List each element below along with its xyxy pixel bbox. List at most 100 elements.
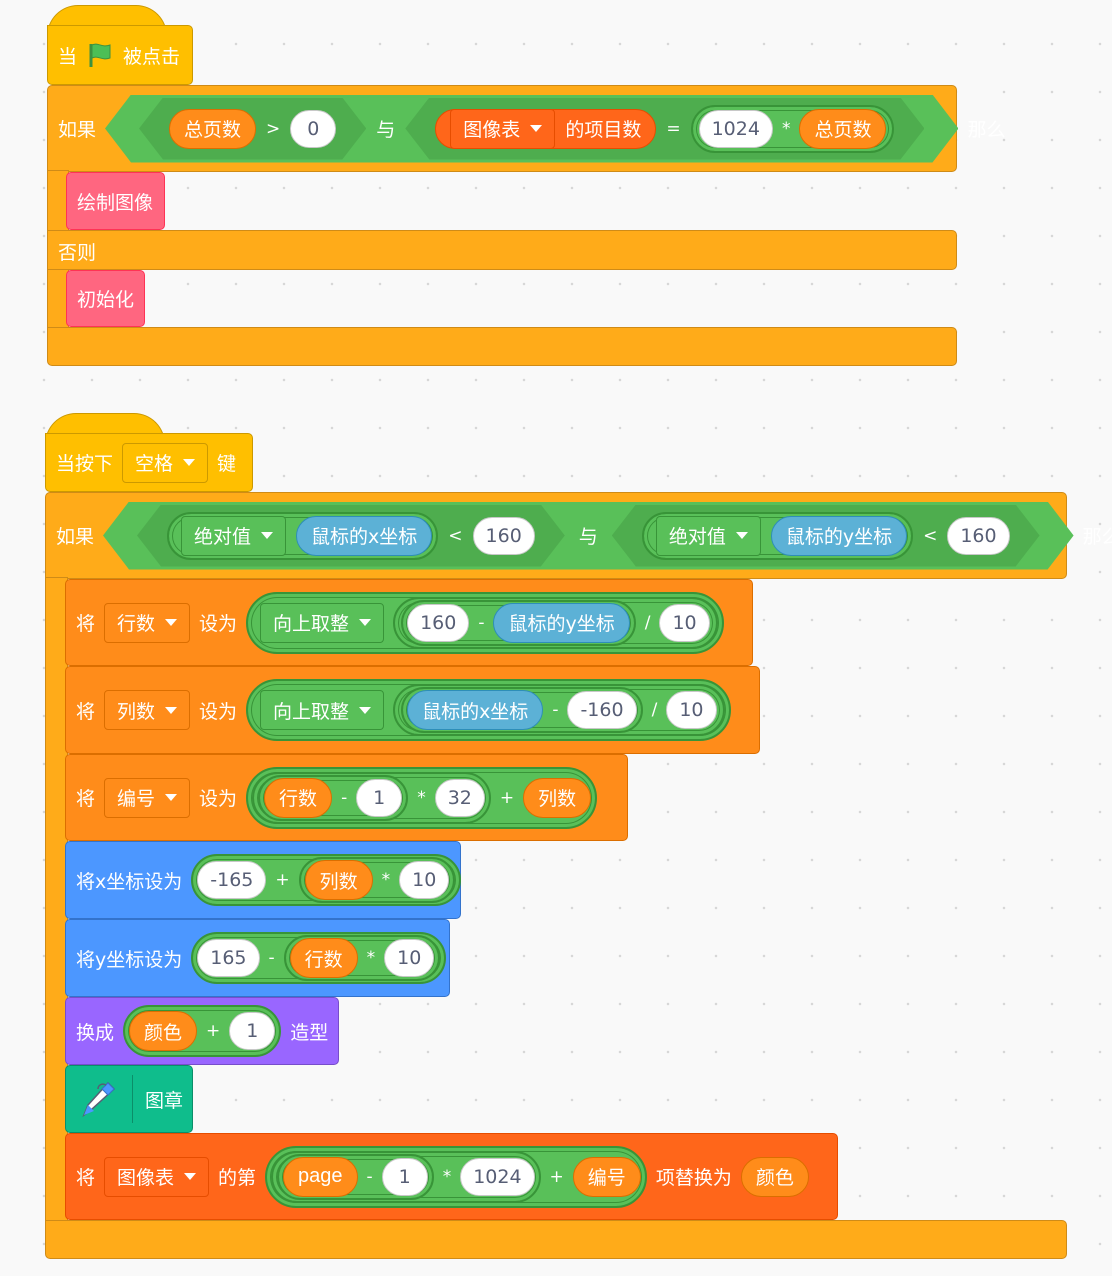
number-input[interactable]: 1024 [699, 110, 773, 148]
if-else-block[interactable]: 如果 总页数 > 0 与 图像表 的项目数 = 1024 * 总页数 那么 [47, 85, 1005, 172]
divide-operator[interactable]: 鼠标的x坐标 - -160 / 10 [393, 684, 725, 736]
number-input[interactable]: 160 [407, 603, 470, 642]
list-dropdown[interactable]: 图像表 [450, 109, 555, 149]
multiply-operator[interactable]: 行数 * 10 [283, 935, 441, 981]
var-cols[interactable]: 列数 [304, 860, 373, 900]
variable-dropdown[interactable]: 列数 [104, 690, 191, 730]
list-length-reporter[interactable]: 图像表 的项目数 [435, 109, 656, 149]
number-input[interactable]: -160 [567, 691, 637, 729]
var-total-pages[interactable]: 总页数 [799, 109, 886, 149]
less-than-operator[interactable]: 绝对值 鼠标的y坐标 < 160 [612, 505, 1040, 567]
subtract-operator[interactable]: 160 - 鼠标的y坐标 [401, 599, 636, 646]
plus-symbol: + [275, 870, 290, 890]
number-input[interactable]: 165 [197, 939, 260, 977]
add-operator[interactable]: 颜色 + 1 [123, 1005, 282, 1057]
multiply-operator[interactable]: 列数 * 10 [298, 857, 456, 903]
subtract-operator[interactable]: 行数 - 1 [258, 774, 409, 821]
set-y-block[interactable]: 将y坐标设为 165 - 行数 * 10 [65, 919, 450, 997]
number-input[interactable]: -165 [197, 861, 267, 899]
number-input[interactable]: 10 [384, 939, 435, 977]
math-fn-dropdown[interactable]: 向上取整 [260, 602, 385, 643]
number-input[interactable]: 160 [473, 517, 535, 555]
if-bottom-arm [45, 1220, 1067, 1259]
eq-symbol: = [666, 118, 681, 139]
replace-item-block[interactable]: 将 图像表 的第 page - 1 * 1024 + 编号 项替换为 颜色 [65, 1133, 838, 1220]
var-rows[interactable]: 行数 [264, 777, 333, 818]
var-id[interactable]: 编号 [572, 1156, 641, 1197]
number-input[interactable]: 10 [659, 603, 710, 642]
ceiling-operator[interactable]: 向上取整 160 - 鼠标的y坐标 / 10 [246, 591, 724, 654]
add-operator[interactable]: page - 1 * 1024 + 编号 [265, 1145, 647, 1208]
math-fn-dropdown[interactable]: 绝对值 [656, 516, 761, 556]
if-label: 如果 [58, 119, 97, 141]
set-cols-block[interactable]: 将 列数 设为 向上取整 鼠标的x坐标 - -160 / 10 [65, 666, 760, 754]
number-input[interactable]: 1 [356, 778, 403, 817]
var-total-pages[interactable]: 总页数 [169, 109, 256, 149]
plus-symbol: + [549, 1166, 564, 1187]
to-label: 设为 [199, 788, 238, 810]
number-input[interactable]: 10 [666, 691, 717, 729]
dropdown-arrow-icon [165, 794, 178, 801]
number-input[interactable]: 160 [947, 517, 1009, 555]
set-x-label: 将x坐标设为 [76, 870, 183, 893]
greater-than-operator[interactable]: 总页数 > 0 [139, 98, 366, 160]
var-cols[interactable]: 列数 [523, 777, 592, 818]
key-dropdown[interactable]: 空格 [122, 442, 209, 483]
number-input[interactable]: 32 [434, 778, 485, 817]
number-input[interactable]: 1 [381, 1157, 428, 1196]
var-page[interactable]: page [283, 1156, 358, 1197]
abs-operator[interactable]: 绝对值 鼠标的x坐标 [167, 512, 438, 560]
subtract-operator[interactable]: page - 1 [277, 1153, 434, 1200]
multiply-operator[interactable]: 行数 - 1 * 32 [252, 771, 491, 824]
math-fn-dropdown[interactable]: 向上取整 [260, 690, 385, 730]
pen-icon [82, 1081, 116, 1118]
math-fn-dropdown[interactable]: 绝对值 [181, 516, 286, 556]
abs-operator[interactable]: 绝对值 鼠标的y坐标 [642, 512, 913, 560]
when-flag-clicked-block[interactable]: 当 被点击 [47, 25, 193, 85]
mouse-y-reporter[interactable]: 鼠标的y坐标 [771, 516, 907, 556]
draw-image-block[interactable]: 绘制图像 [66, 172, 165, 230]
dropdown-arrow-icon [530, 125, 542, 132]
when-key-pressed-block[interactable]: 当按下 空格 键 [45, 433, 253, 492]
subtract-operator[interactable]: 165 - 行数 * 10 [191, 932, 447, 984]
and-operator[interactable]: 总页数 > 0 与 图像表 的项目数 = 1024 * 总页数 [105, 95, 958, 163]
mouse-x-reporter[interactable]: 鼠标的x坐标 [296, 516, 432, 556]
and-operator[interactable]: 绝对值 鼠标的x坐标 < 160 与 绝对值 鼠标的y坐标 < 160 [103, 502, 1074, 570]
set-rows-block[interactable]: 将 行数 设为 向上取整 160 - 鼠标的y坐标 / 10 [65, 579, 753, 666]
number-input[interactable]: 10 [399, 861, 450, 899]
number-input[interactable]: 0 [290, 110, 336, 148]
number-input[interactable]: 1 [229, 1012, 276, 1050]
subtract-operator[interactable]: 鼠标的x坐标 - -160 [401, 687, 643, 733]
less-than-operator[interactable]: 绝对值 鼠标的x坐标 < 160 [137, 505, 565, 567]
mouse-y-reporter[interactable]: 鼠标的y坐标 [493, 602, 630, 643]
lt-symbol: < [448, 525, 463, 546]
fn-name: 向上取整 [273, 613, 350, 635]
var-color[interactable]: 颜色 [129, 1011, 198, 1051]
divide-operator[interactable]: 160 - 鼠标的y坐标 / 10 [393, 596, 718, 649]
init-block[interactable]: 初始化 [66, 270, 145, 327]
set-id-block[interactable]: 将 编号 设为 行数 - 1 * 32 + 列数 [65, 754, 628, 841]
ceiling-operator[interactable]: 向上取整 鼠标的x坐标 - -160 / 10 [246, 679, 731, 741]
list-dropdown[interactable]: 图像表 [104, 1156, 210, 1197]
mul-symbol: * [442, 1166, 452, 1187]
var-color[interactable]: 颜色 [740, 1156, 809, 1197]
variable-dropdown[interactable]: 行数 [104, 602, 191, 643]
set-x-block[interactable]: 将x坐标设为 -165 + 列数 * 10 [65, 841, 462, 919]
mouse-x-reporter[interactable]: 鼠标的x坐标 [407, 690, 544, 730]
multiply-operator[interactable]: 1024 * 总页数 [691, 105, 895, 153]
equals-operator[interactable]: 图像表 的项目数 = 1024 * 总页数 [405, 98, 924, 160]
set-y-label: 将y坐标设为 [76, 948, 183, 971]
add-operator[interactable]: -165 + 列数 * 10 [191, 854, 462, 906]
set-label: 将 [76, 613, 96, 635]
multiply-operator[interactable]: page - 1 * 1024 [271, 1150, 541, 1203]
stamp-label: 图章 [145, 1089, 184, 1112]
stamp-block[interactable]: 图章 [65, 1065, 193, 1133]
add-operator[interactable]: 行数 - 1 * 32 + 列数 [246, 766, 598, 829]
var-rows[interactable]: 行数 [289, 938, 358, 978]
number-input[interactable]: 1024 [460, 1157, 535, 1196]
if-block[interactable]: 如果 绝对值 鼠标的x坐标 < 160 与 绝对值 鼠标的y坐标 < 160 那… [45, 492, 1112, 579]
lt-symbol: < [923, 525, 938, 546]
gt-symbol: > [266, 118, 281, 139]
variable-dropdown[interactable]: 编号 [104, 777, 191, 818]
switch-costume-block[interactable]: 换成 颜色 + 1 造型 [65, 997, 339, 1065]
